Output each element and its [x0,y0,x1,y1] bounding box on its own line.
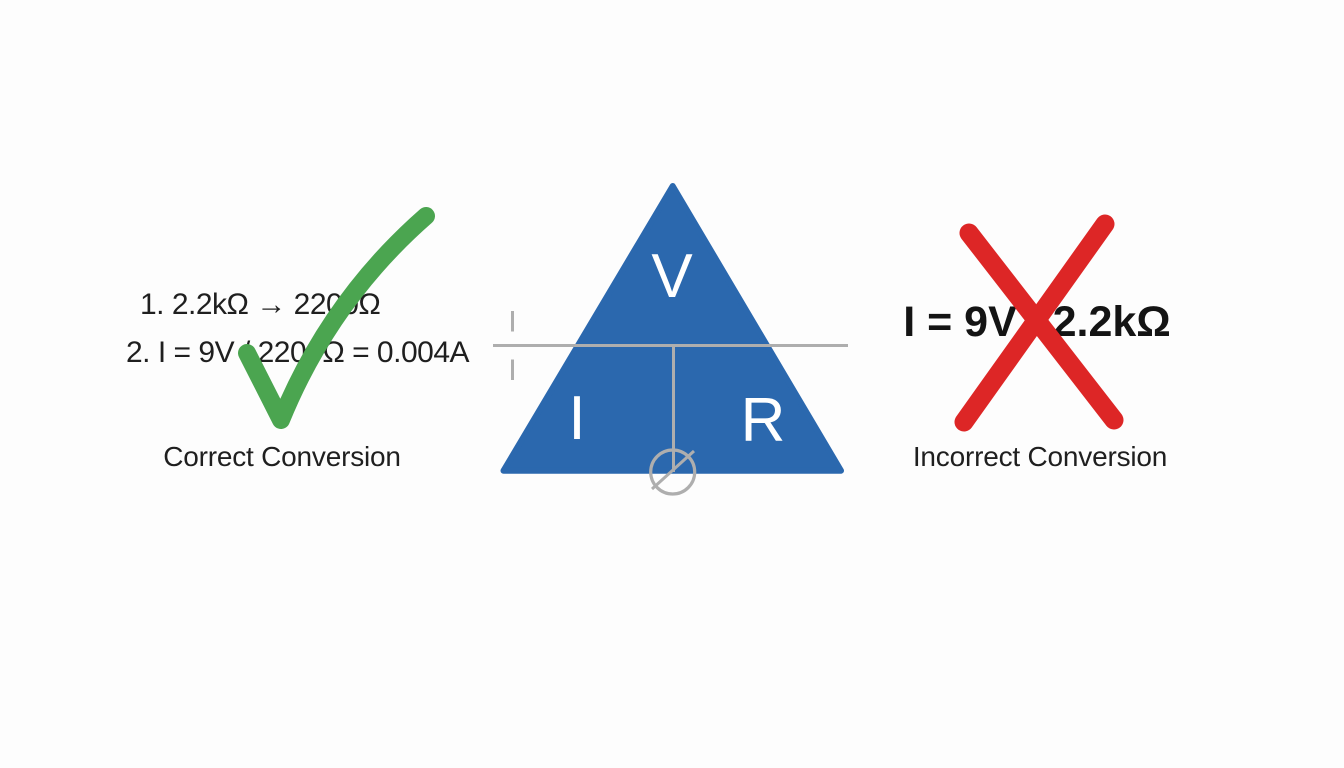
correct-step-1: 1. 2.2kΩ → 2200Ω [140,288,381,321]
correct-step-2: 2. I = 9V / 2200Ω = 0.004A [126,336,470,369]
triangle-voltage-label: V [651,242,693,311]
correct-caption: Correct Conversion [163,441,401,472]
incorrect-caption: Incorrect Conversion [912,441,1168,472]
triangle-resistance-label: R [740,386,786,455]
incorrect-formula: I = 9V / 2.2kΩ [903,298,1171,346]
triangle-current-label: I [568,384,586,453]
